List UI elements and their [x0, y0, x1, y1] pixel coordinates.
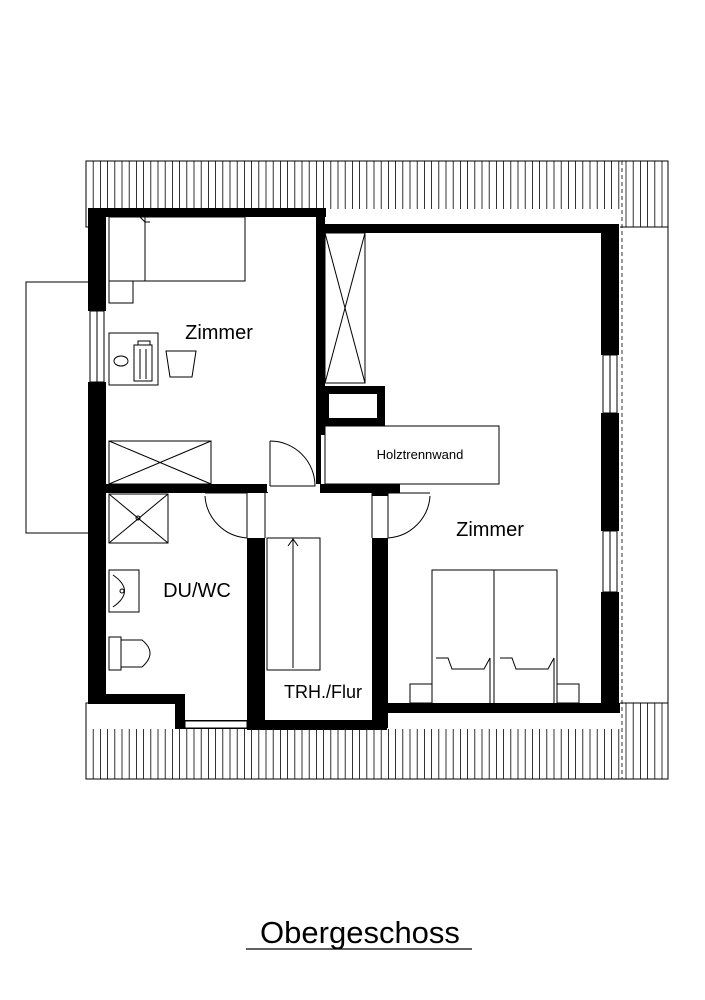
- floor-caption: Obergeschoss: [260, 915, 460, 950]
- wardrobe-left: [108, 440, 212, 485]
- chair: [165, 350, 197, 378]
- sink: [108, 569, 140, 613]
- partition-wall: [324, 425, 500, 485]
- partition-wall-label: Holztrennwand: [377, 447, 464, 462]
- desk: [108, 332, 159, 386]
- single-bed: [108, 216, 246, 282]
- bedside-table: [108, 280, 134, 304]
- toilet: [108, 636, 151, 671]
- room-label-bathroom: DU/WC: [163, 580, 231, 602]
- room-label-bedroom-right: Zimmer: [456, 519, 524, 541]
- roof-right-edge: [621, 161, 669, 779]
- balcony: [25, 281, 88, 534]
- double-bed: [409, 569, 580, 706]
- exterior-walls: [88, 208, 620, 730]
- wardrobe-right: [324, 232, 366, 384]
- closet-block: [321, 386, 385, 426]
- shower: [108, 493, 169, 544]
- interior-walls: [88, 208, 400, 728]
- doors: [204, 440, 431, 539]
- room-label-bedroom-top-left: Zimmer: [185, 322, 253, 344]
- staircase: [266, 537, 321, 671]
- windows: [89, 310, 618, 729]
- room-label-hallway: TRH./Flur: [284, 682, 362, 702]
